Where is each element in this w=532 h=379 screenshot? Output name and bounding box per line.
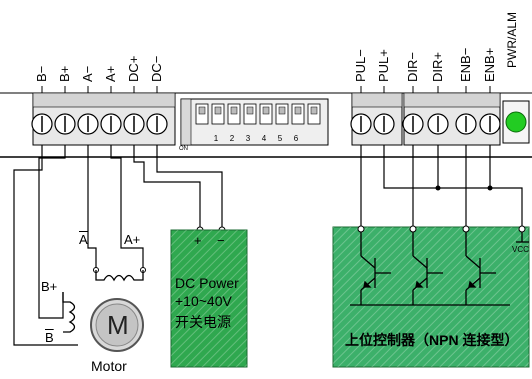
motor-b-pos-label: B+ xyxy=(41,279,58,294)
left-terminal-label: B− xyxy=(34,65,49,82)
npn-transistor xyxy=(412,232,443,305)
controller-label: 上位控制器（NPN 连接型） xyxy=(345,332,519,348)
power-line1: DC Power xyxy=(175,275,239,291)
left-terminal-label: A− xyxy=(80,65,95,82)
power-line2: +10~40V xyxy=(175,293,232,309)
terminal-screw xyxy=(146,113,168,135)
terminal-screw xyxy=(100,113,122,135)
dip-switch[interactable] xyxy=(243,103,257,125)
terminal-screw xyxy=(479,113,501,135)
left-terminal-label: DC+ xyxy=(126,55,141,82)
power-minus: − xyxy=(217,233,225,248)
terminal-screw xyxy=(427,113,449,135)
motor-a-neg-label: A xyxy=(79,232,88,247)
coil-b xyxy=(62,292,76,333)
motor-a-pos-label: A+ xyxy=(124,232,141,247)
dip-switch-number: 2 xyxy=(230,134,235,143)
signal-wires xyxy=(360,145,523,227)
dip-on-label: ON xyxy=(179,146,188,152)
terminal-screw xyxy=(31,113,53,135)
dip-switch-number: 3 xyxy=(246,134,251,143)
motor-glyph: M xyxy=(107,310,129,340)
terminal-screw xyxy=(402,113,424,135)
dip-switch-number: 6 xyxy=(294,134,299,143)
terminal-screw xyxy=(373,113,395,135)
motor-b-neg-label: B xyxy=(45,330,54,345)
signal-terminal-label: PUL− xyxy=(353,49,368,82)
dip-switch-number: 1 xyxy=(214,134,219,143)
signal-terminal-label: ENB− xyxy=(458,47,473,82)
dip-switch[interactable] xyxy=(259,103,273,125)
npn-transistor xyxy=(360,232,391,305)
power-plus: + xyxy=(194,233,202,248)
npn-transistor xyxy=(465,232,496,305)
coil-a xyxy=(95,270,144,282)
power-line3: 开关电源 xyxy=(175,314,231,330)
terminal-screw xyxy=(123,113,145,135)
terminal-screw xyxy=(77,113,99,135)
dip-switch-number: 4 xyxy=(262,134,267,143)
dip-switch[interactable] xyxy=(275,103,289,125)
signal-terminal-label: DIR− xyxy=(405,52,420,82)
left-terminal-block xyxy=(31,92,176,146)
dip-switch[interactable] xyxy=(227,103,241,125)
motor-label: Motor xyxy=(91,358,127,374)
terminal-screw xyxy=(350,113,372,135)
dip-switch[interactable] xyxy=(307,103,321,125)
led-indicator xyxy=(505,111,527,133)
left-terminal-label: A+ xyxy=(103,65,118,82)
dip-switch-number: 5 xyxy=(278,134,283,143)
signal-terminal-label: ENB+ xyxy=(482,47,497,82)
dip-switch[interactable] xyxy=(195,103,209,125)
signal-terminal-label: DIR+ xyxy=(430,52,445,82)
dip-switch[interactable] xyxy=(291,103,305,125)
left-terminal-label: DC− xyxy=(149,55,164,82)
vcc-label: VCC xyxy=(512,245,529,254)
dip-switch-block: 1 2 3 4 5 6 xyxy=(180,98,329,146)
signal-terminal-label: PUL+ xyxy=(376,49,391,82)
pwr-alm-label: PWR/ALM xyxy=(505,11,519,68)
motor-wires xyxy=(13,145,223,346)
terminal-screw xyxy=(455,113,477,135)
terminal-screw xyxy=(54,113,76,135)
dip-switch[interactable] xyxy=(211,103,225,125)
left-terminal-label: B+ xyxy=(57,65,72,82)
